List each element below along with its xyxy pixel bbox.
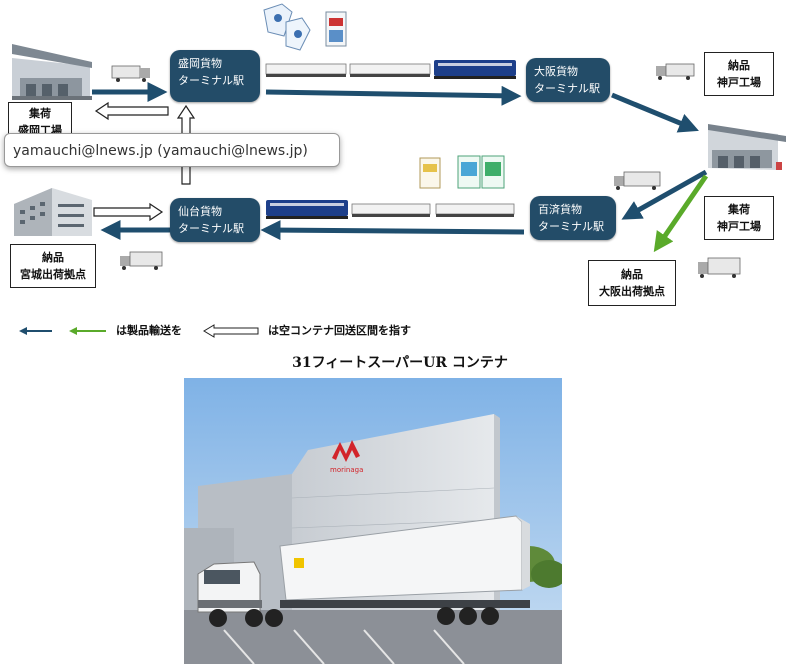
station-hyakusai: 百済貨物 ターミナル駅	[530, 196, 616, 240]
box-morioka-factory-line1: 集荷	[29, 107, 51, 120]
product-packs-top	[263, 3, 347, 51]
email-tooltip: yamauchi@lnews.jp (yamauchi@lnews.jp)	[4, 133, 340, 167]
station-morioka-line1: 盛岡貨物	[178, 57, 222, 70]
station-osaka: 大阪貨物 ターミナル駅	[526, 58, 610, 102]
arrow-kobe-to-osaka-depot-green	[653, 174, 709, 253]
svg-text:morinaga: morinaga	[330, 466, 363, 474]
warehouse-kobe-image	[708, 124, 786, 170]
arrow-kobe-to-hyakusai	[621, 169, 708, 220]
station-osaka-line1: 大阪貨物	[534, 65, 578, 78]
photo-caption: 31フィートスーパーUR コンテナ	[292, 355, 508, 371]
station-sendai-line1: 仙台貨物	[178, 205, 222, 218]
freight-train-top	[265, 60, 516, 79]
box-kobe-delivery-line2: 神戸工場	[717, 76, 761, 89]
station-sendai-line2: ターミナル駅	[178, 222, 244, 235]
arrow-osaka-to-kobe	[611, 92, 699, 133]
warehouse-morioka-image	[12, 44, 92, 100]
freight-train-bottom	[266, 200, 515, 219]
truck-icon-morioka	[111, 65, 150, 82]
product-packs-bottom	[419, 155, 505, 189]
station-morioka-line2: ターミナル駅	[178, 74, 244, 87]
arrow-morioka-to-osaka	[265, 85, 522, 106]
box-osaka-delivery-line1: 納品	[621, 268, 643, 281]
route-diagram	[12, 3, 786, 338]
morinaga-logo: morinaga	[330, 440, 363, 474]
station-osaka-line2: ターミナル駅	[534, 82, 600, 95]
box-osaka-delivery: 納品 大阪出荷拠点	[588, 260, 676, 306]
box-kobe-pickup-line2: 神戸工場	[717, 220, 761, 233]
box-osaka-delivery-line2: 大阪出荷拠点	[599, 285, 665, 298]
truck-icon-osaka-depot	[698, 257, 741, 278]
building-miyagi-image	[14, 188, 92, 236]
hollow-arrow-station-to-morioka	[94, 101, 169, 121]
truck-icon-kobe-in	[656, 63, 695, 80]
box-miyagi-delivery-line1: 納品	[42, 251, 64, 264]
truck-icon-miyagi	[120, 251, 163, 270]
legend-hollow-arrow	[203, 324, 259, 338]
legend-product-text: は製品輸送を	[116, 324, 182, 337]
box-kobe-pickup-line1: 集荷	[728, 203, 750, 216]
container-truck-photo: morinaga	[184, 378, 562, 664]
arrow-hyakusai-to-sendai	[260, 220, 525, 241]
hollow-arrow-miyagi-to-sendai	[93, 202, 164, 222]
station-morioka: 盛岡貨物 ターミナル駅	[170, 50, 260, 102]
box-miyagi-delivery-line2: 宮城出荷拠点	[20, 268, 86, 281]
station-hyakusai-line2: ターミナル駅	[538, 220, 604, 233]
station-sendai: 仙台貨物 ターミナル駅	[170, 198, 260, 242]
box-kobe-pickup: 集荷 神戸工場	[704, 196, 774, 240]
truck-icon-kobe-out	[614, 171, 661, 190]
box-miyagi-delivery: 納品 宮城出荷拠点	[10, 244, 96, 288]
box-kobe-delivery-line1: 納品	[728, 59, 750, 72]
station-hyakusai-line1: 百済貨物	[538, 203, 582, 216]
box-kobe-delivery: 納品 神戸工場	[704, 52, 774, 96]
legend-empty-text: は空コンテナ回送区間を指す	[268, 324, 411, 337]
